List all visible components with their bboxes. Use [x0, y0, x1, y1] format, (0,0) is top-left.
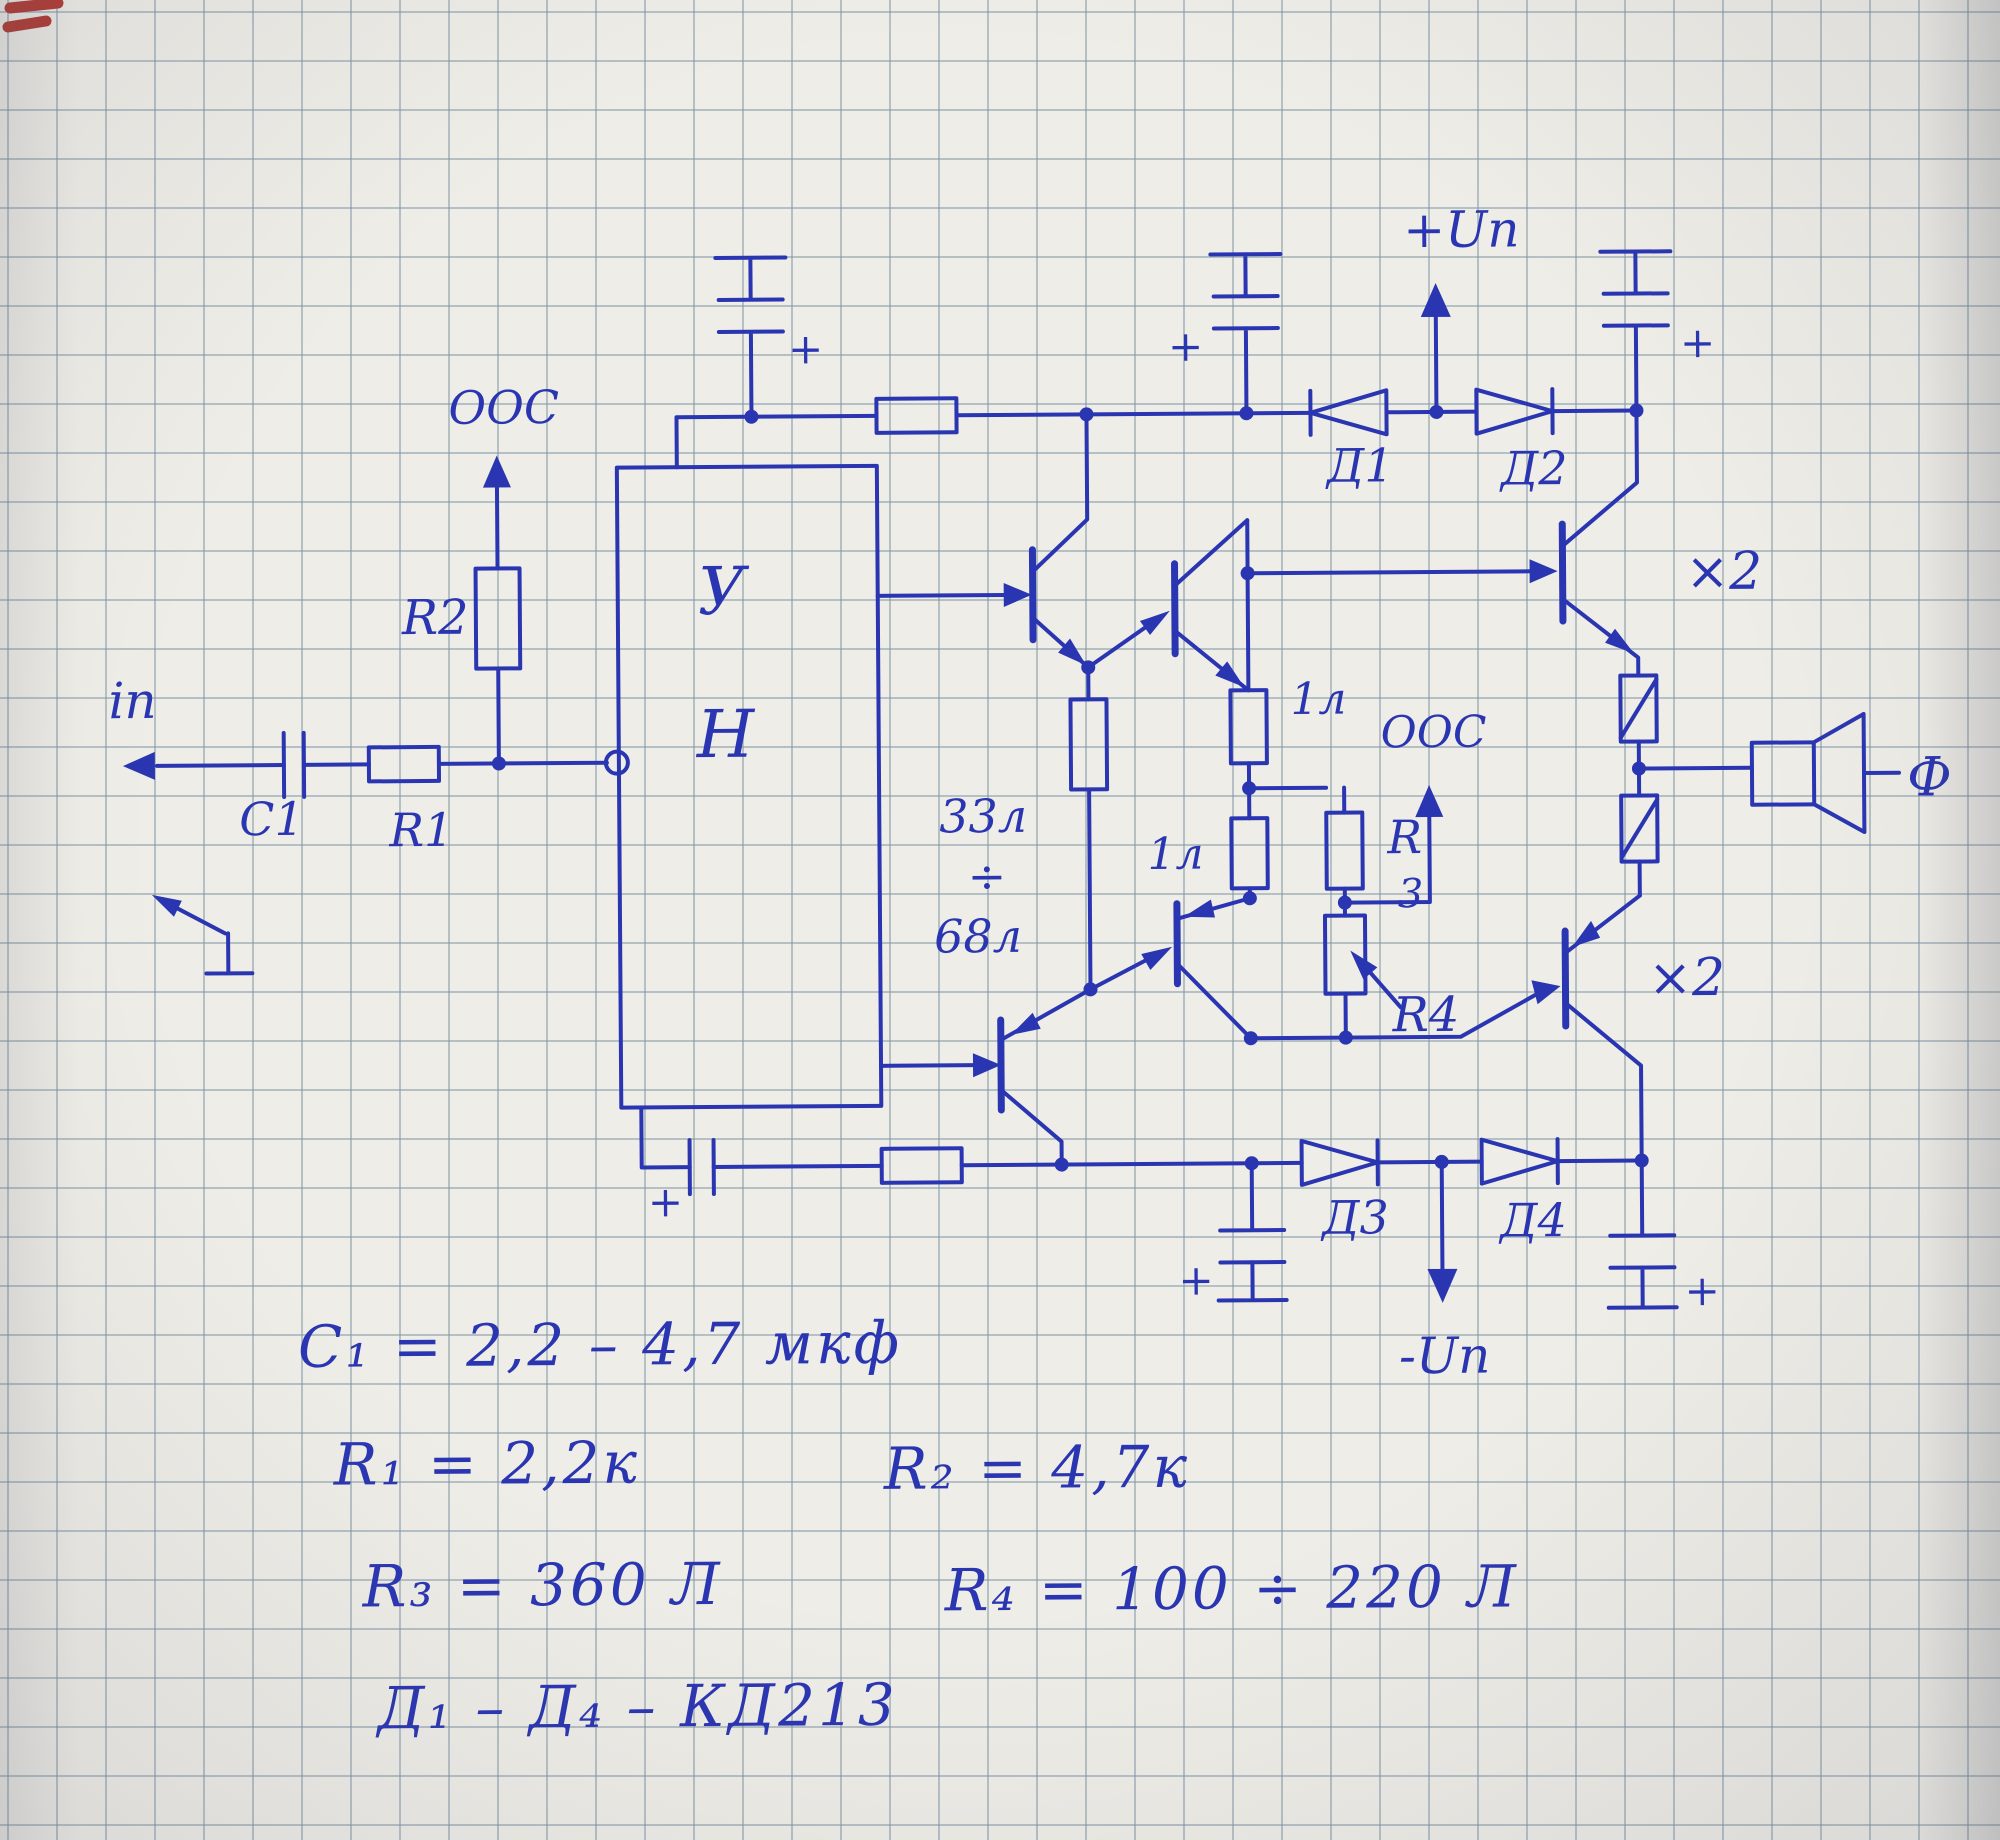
- red-pen-mark: [2, 0, 64, 33]
- vminus-lead: [1427, 1159, 1458, 1303]
- note-c1-value: C₁ = 2,2 – 4,7 мкф: [298, 1309, 902, 1381]
- label-d4: Д4: [1498, 1193, 1567, 1247]
- resistor-bottom-rail: [879, 1146, 964, 1185]
- transistor-q1: [875, 412, 1091, 670]
- plus-sign: +: [788, 324, 824, 373]
- common-symbol: [151, 894, 255, 976]
- label-1l-bottom: 1л: [1147, 829, 1203, 880]
- input-network: [122, 730, 609, 799]
- resistor-r3: [1324, 810, 1365, 891]
- label-divide: ÷: [968, 849, 1007, 903]
- ooc-arrow-icon: [1415, 785, 1444, 818]
- potentiometer-r4: [1322, 913, 1368, 996]
- plus-sign: +: [1680, 318, 1716, 367]
- transistor-q5-output-top: [1558, 408, 1641, 678]
- diode-d4: [1479, 1137, 1560, 1186]
- wire-to-bottom-output: [1248, 980, 1561, 1041]
- label-r3-letter: R: [1386, 810, 1422, 864]
- label-amp-u: У: [697, 553, 750, 630]
- resistor-33-68: [1068, 665, 1110, 992]
- capacitor-bottom-right: [1606, 1158, 1679, 1310]
- label-d3: Д3: [1320, 1190, 1389, 1244]
- voltage-amp-block: [614, 463, 884, 1110]
- capacitor-c1: [281, 730, 307, 799]
- top-supply-rail: [674, 408, 1639, 470]
- transistor-q3: [879, 987, 1093, 1167]
- up-arrow-icon: [1420, 282, 1451, 318]
- label-1l-top: 1л: [1290, 674, 1346, 725]
- diode-d1: [1308, 388, 1389, 437]
- capacitor-top-left: [713, 255, 788, 419]
- input-arrow: [122, 751, 156, 780]
- label-r4: R4: [1391, 987, 1459, 1043]
- label-vplus: +Uп: [1403, 200, 1520, 259]
- label-r1: R1: [388, 803, 453, 857]
- note-r4-value: R₄ = 100 ÷ 220 Л: [943, 1552, 1519, 1624]
- label-vminus: -Uп: [1399, 1327, 1491, 1386]
- plus-sign: +: [1684, 1266, 1720, 1315]
- label-ooc-right: ООС: [1381, 707, 1487, 759]
- transistor-q6-output-bottom: [1561, 893, 1644, 1163]
- schematic: ООС R2 in C1 R1 У Н 33л ÷ 68л Д1 Д2 +Uп …: [108, 200, 1952, 1743]
- resistor-1l-bottom: [1229, 816, 1270, 891]
- vplus-lead: [1420, 282, 1451, 414]
- label-amp-n: Н: [695, 696, 756, 773]
- junction-dots: [491, 403, 1649, 1172]
- label-r33: 33л: [939, 789, 1027, 844]
- plus-sign: +: [1168, 322, 1204, 371]
- transistor-q2: [1086, 518, 1251, 693]
- plus-sign: +: [1178, 1256, 1214, 1305]
- speaker: [1636, 711, 1901, 834]
- plus-sign: +: [648, 1177, 684, 1226]
- labels: ООС R2 in C1 R1 У Н 33л ÷ 68л Д1 Д2 +Uп …: [108, 200, 1952, 1386]
- arrow-icon: [151, 894, 182, 917]
- resistor-r2: [473, 566, 523, 671]
- bottom-supply-rail: [639, 1105, 1644, 1170]
- emitter-resistors: [1618, 673, 1660, 898]
- capacitor-bottom-middle: [1216, 1161, 1289, 1303]
- pot-wiper-arrow-icon: [1350, 950, 1378, 980]
- label-r2: R2: [401, 590, 469, 646]
- note-r3-value: R₃ = 360 Л: [361, 1550, 722, 1621]
- wire-to-top-output: [1245, 559, 1558, 584]
- label-r3-index: 3: [1398, 871, 1424, 917]
- capacitor-top-right: [1598, 249, 1673, 413]
- down-arrow-icon: [1427, 1268, 1458, 1303]
- label-input: in: [108, 672, 157, 730]
- label-ooc-left: ООС: [448, 380, 559, 435]
- resistor-1l-top: [1228, 688, 1269, 766]
- feedback-left: [473, 455, 523, 766]
- label-x2-top: ×2: [1685, 542, 1762, 603]
- resistor-r1: [366, 744, 442, 784]
- label-speaker-out: Ф: [1907, 745, 1952, 808]
- label-r68: 68л: [934, 909, 1022, 964]
- label-x2-bottom: ×2: [1648, 948, 1725, 1009]
- transistor-q4: [1088, 896, 1253, 1041]
- component-values: C₁ = 2,2 – 4,7 мкф R₁ = 2,2к R₂ = 4,7к R…: [298, 1309, 1519, 1743]
- resistor-top-rail: [874, 396, 959, 435]
- ooc-arrow-icon: [482, 455, 511, 488]
- diode-d2: [1474, 387, 1555, 436]
- note-diodes: Д₁ – Д₄ – КД213: [374, 1671, 898, 1743]
- label-c1: C1: [239, 792, 304, 846]
- label-d1: Д1: [1325, 438, 1394, 492]
- note-r2-value: R₂ = 4,7к: [883, 1433, 1191, 1503]
- capacitor-bottom-left: [687, 1138, 716, 1197]
- note-r1-value: R₁ = 2,2к: [333, 1429, 641, 1499]
- capacitor-top-middle: [1208, 252, 1283, 416]
- diode-d3: [1299, 1138, 1380, 1187]
- label-d2: Д2: [1499, 441, 1568, 495]
